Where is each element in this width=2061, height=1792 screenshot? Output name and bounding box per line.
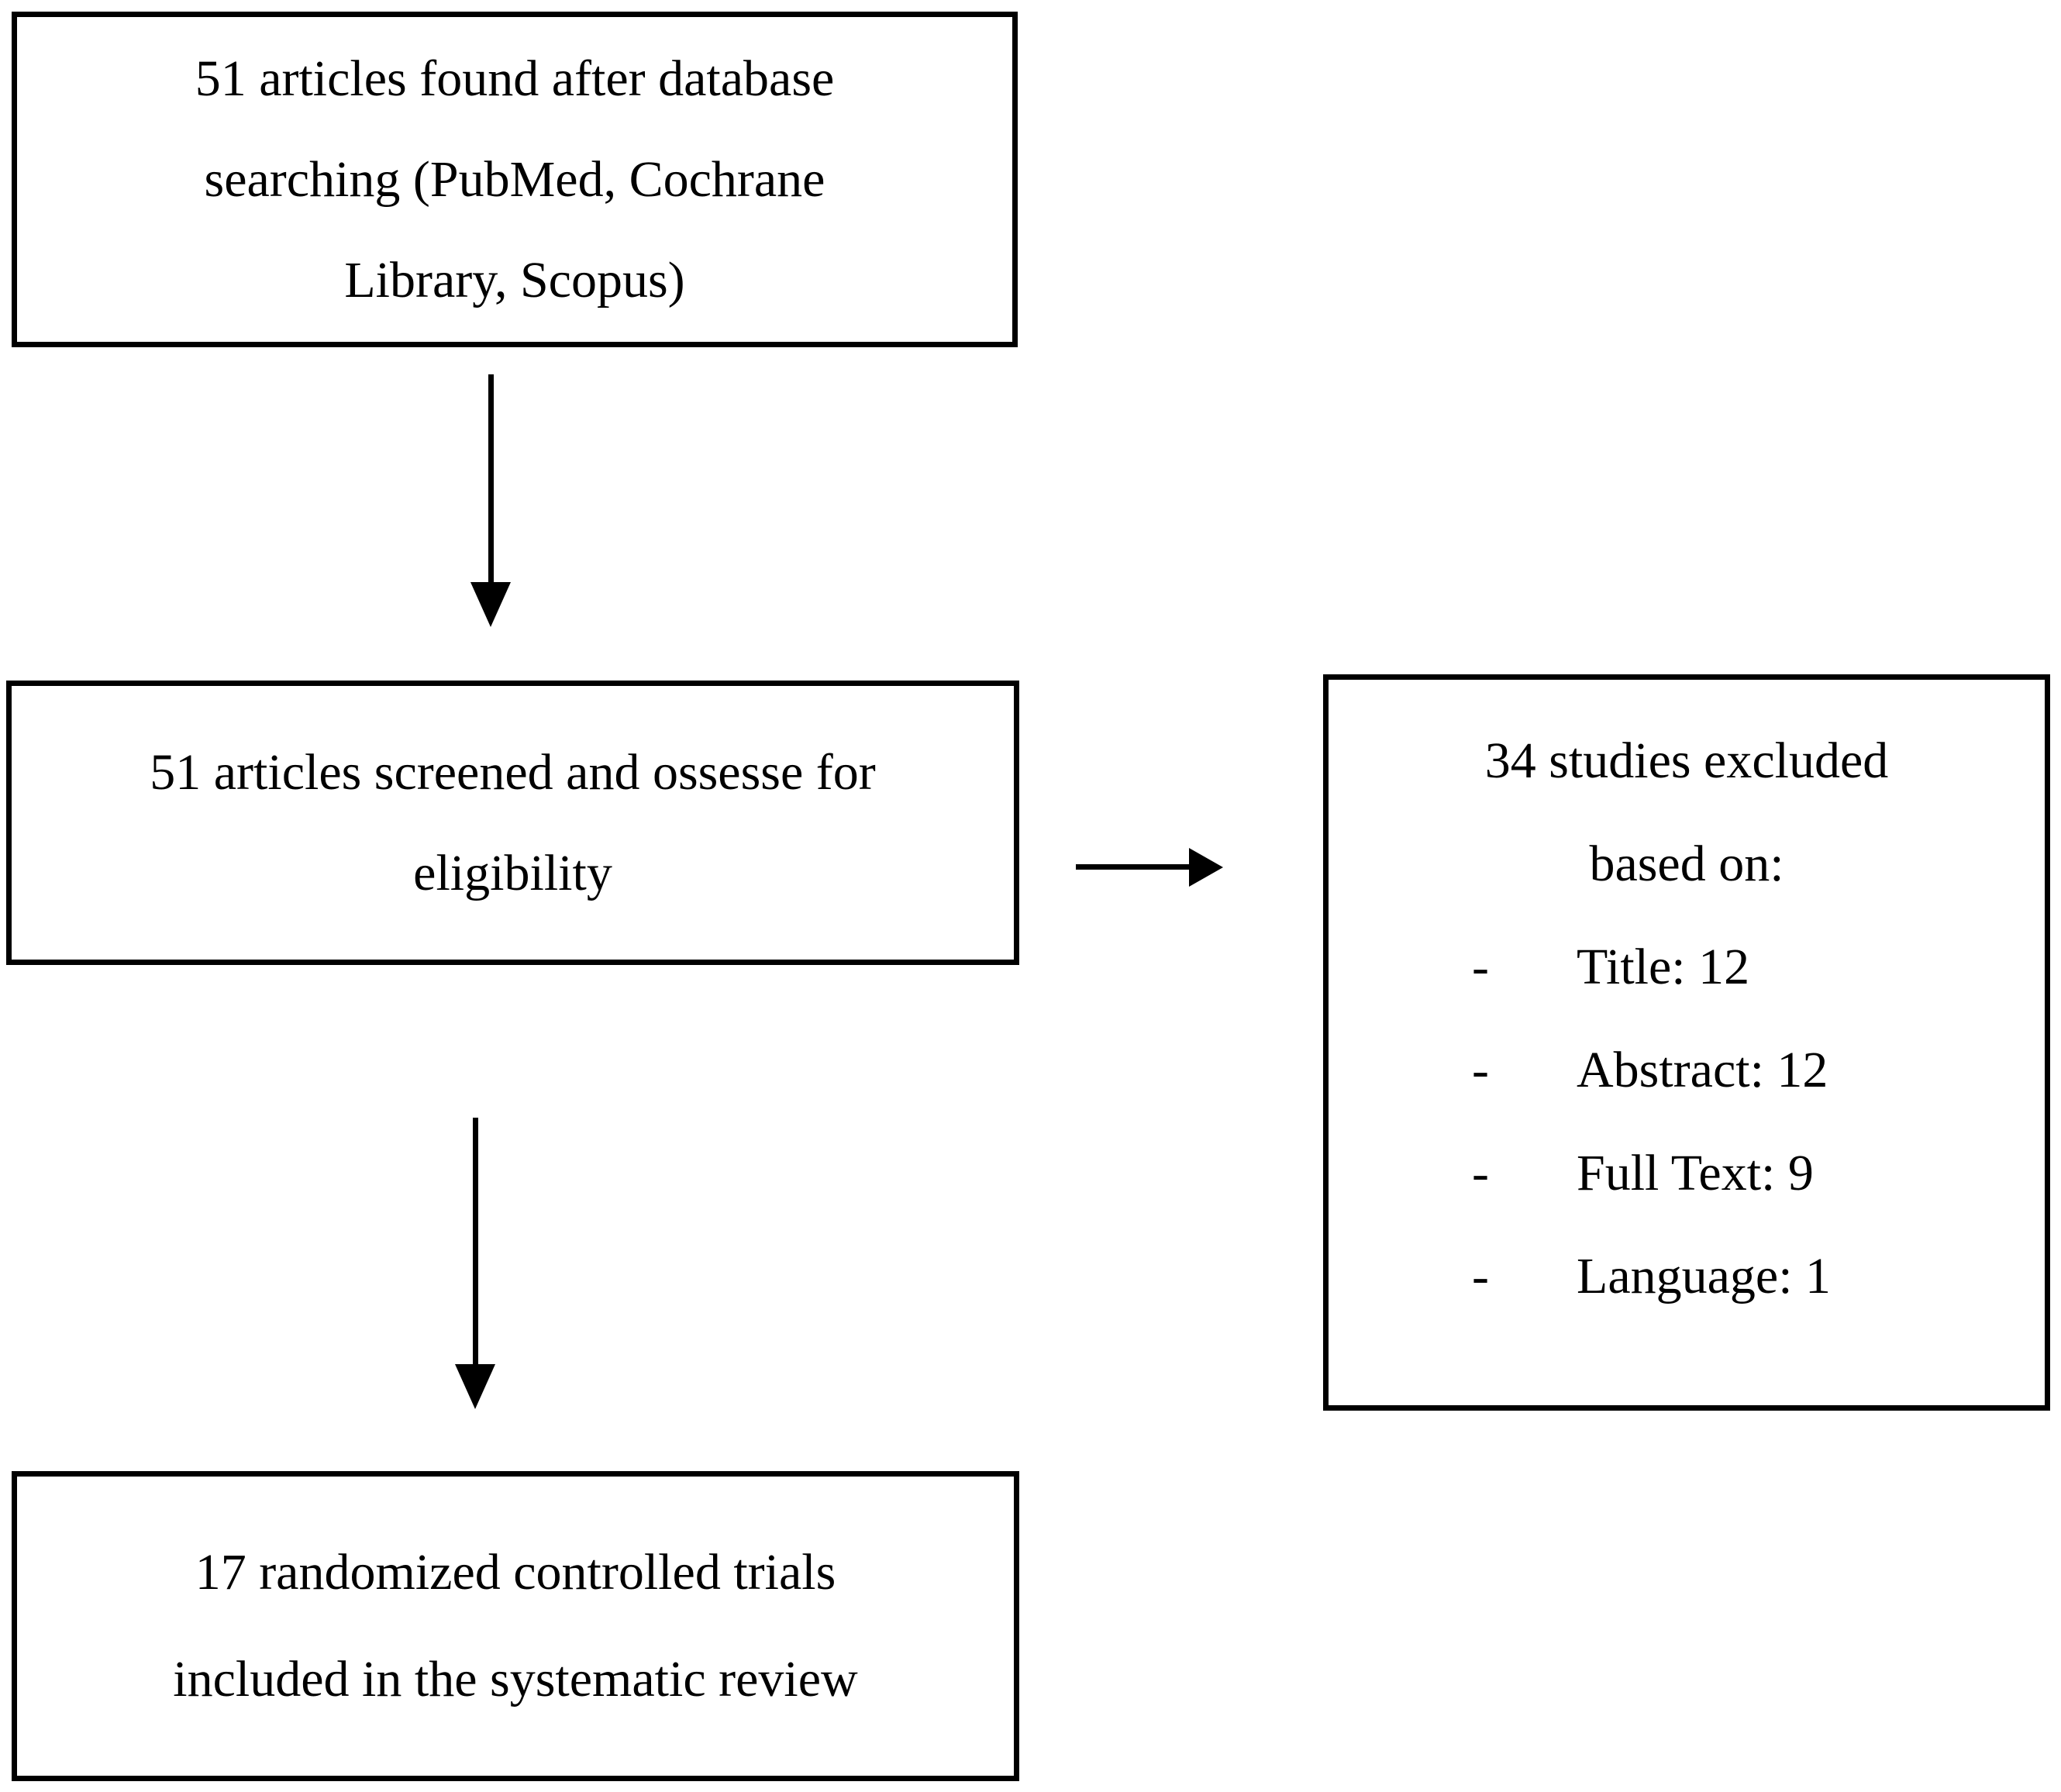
box-screened-line: eligibility [413,844,612,901]
box-excluded-heading-line: based on: [1589,836,1784,892]
arrow-screening-to-included-head-icon [455,1364,495,1409]
arrow-screening-to-excluded-shaft [1076,864,1191,870]
excluded-reason-label: Full Text: 9 [1577,1145,1814,1201]
excluded-reason-title: - Title: 12 [1472,915,2045,1018]
excluded-reason-label: Language: 1 [1577,1248,1832,1304]
box-included-line: included in the systematic review [173,1651,858,1708]
arrow-screening-to-included-shaft [473,1118,478,1366]
box-records-identified-line: Library, Scopus) [344,251,685,308]
box-records-identified: 51 articles found after database searchi… [12,12,1018,347]
excluded-reason-language: - Language: 1 [1472,1225,2045,1328]
dash-bullet: - [1472,1042,1489,1098]
box-records-identified-line: 51 articles found after database [195,50,835,107]
arrow-identification-to-screening-head-icon [470,582,511,627]
box-screened: 51 articles screened and ossesse for eli… [6,681,1019,965]
dash-bullet: - [1472,1145,1489,1201]
box-included-line: 17 randomized controlled trials [195,1544,836,1601]
box-excluded-heading-line: 34 studies excluded [1484,732,1889,789]
excluded-reason-label: Title: 12 [1577,939,1750,995]
excluded-reason-label: Abstract: 12 [1577,1042,1828,1098]
excluded-reason-fulltext: - Full Text: 9 [1472,1122,2045,1225]
dash-bullet: - [1472,939,1489,995]
arrow-screening-to-excluded-head-icon [1189,848,1223,887]
excluded-reason-abstract: - Abstract: 12 [1472,1018,2045,1122]
dash-bullet: - [1472,1248,1489,1304]
box-records-identified-line: searching (PubMed, Cochrane [204,150,825,208]
arrow-identification-to-screening-shaft [488,374,494,584]
box-included: 17 randomized controlled trials included… [12,1471,1019,1781]
box-excluded: 34 studies excluded based on: - Title: 1… [1323,674,2050,1411]
box-screened-line: 51 articles screened and ossesse for [150,743,876,801]
